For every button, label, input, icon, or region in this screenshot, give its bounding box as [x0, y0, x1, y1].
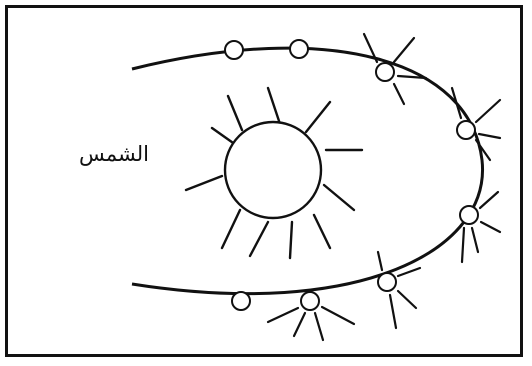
sun-ray	[228, 96, 242, 130]
planet-circle	[225, 41, 243, 59]
planet-circle	[301, 292, 319, 310]
planet-circle	[378, 273, 396, 291]
sun-ray	[314, 215, 330, 248]
sun-circle	[225, 122, 321, 218]
planet-circle	[460, 206, 478, 224]
sun-ray	[324, 185, 354, 210]
planet-circle	[290, 40, 308, 58]
sun-ray	[268, 88, 280, 124]
sun-label: الشمس	[60, 142, 168, 166]
sun-ray	[186, 176, 222, 190]
sun-ray	[306, 102, 330, 132]
sun-ray	[250, 222, 268, 256]
planet-circle	[457, 121, 475, 139]
sun-ray	[290, 222, 292, 258]
planet-circle	[232, 292, 250, 310]
planet-circle	[376, 63, 394, 81]
sun-ray	[222, 210, 240, 248]
